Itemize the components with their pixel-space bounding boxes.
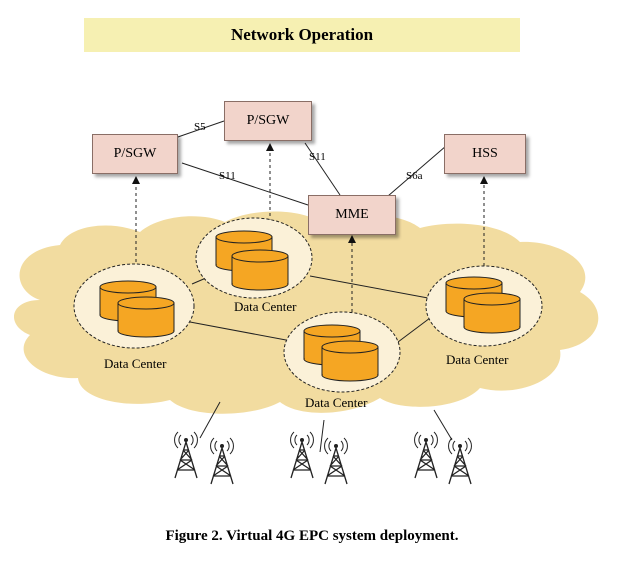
banner-title: Network Operation	[230, 25, 374, 44]
psgw-top-node: P/SGW	[224, 101, 312, 141]
psgw-left-node: P/SGW	[92, 134, 178, 174]
operator-cloud	[13, 211, 599, 414]
data-center-top	[195, 217, 313, 299]
link-tower-3	[433, 409, 453, 441]
network-operation-banner: Network Operation	[84, 18, 520, 52]
data-center-left-label: Data Center	[104, 356, 167, 371]
data-center-right	[425, 265, 543, 347]
s5-label: S5	[194, 121, 206, 133]
link-dc-center-dc-right	[397, 317, 431, 343]
psgw-left-label: P/SGW	[113, 146, 157, 161]
figure-caption: Figure 2. Virtual 4G EPC system deployme…	[165, 528, 459, 544]
hss-label: HSS	[472, 146, 498, 161]
link-s11-top	[304, 142, 341, 196]
link-s6a	[387, 145, 447, 197]
mme-label: MME	[335, 207, 369, 222]
hss-node: HSS	[444, 134, 526, 174]
tower-icon	[209, 437, 235, 485]
tower-icon	[447, 437, 473, 485]
data-center-center-label: Data Center	[305, 395, 368, 410]
tower-icon	[173, 431, 199, 479]
data-center-center	[283, 311, 401, 393]
link-tower-1	[199, 401, 221, 439]
link-s5	[174, 120, 225, 139]
tower-icon	[289, 431, 315, 479]
tower-icon	[323, 437, 349, 485]
link-tower-2	[319, 419, 325, 453]
link-dc-left-dc-center	[189, 321, 287, 341]
mme-node: MME	[308, 195, 396, 235]
s6a-label: S6a	[406, 170, 423, 182]
data-center-top-label: Data Center	[234, 299, 297, 314]
s11-top-label: S11	[309, 151, 326, 163]
tower-icon	[413, 431, 439, 479]
link-dc-top-dc-right	[309, 275, 429, 299]
s11-left-label: S11	[219, 170, 236, 182]
psgw-top-label: P/SGW	[246, 113, 290, 128]
link-s11-left	[181, 162, 309, 206]
data-center-right-label: Data Center	[446, 352, 509, 367]
data-center-left	[73, 263, 195, 349]
